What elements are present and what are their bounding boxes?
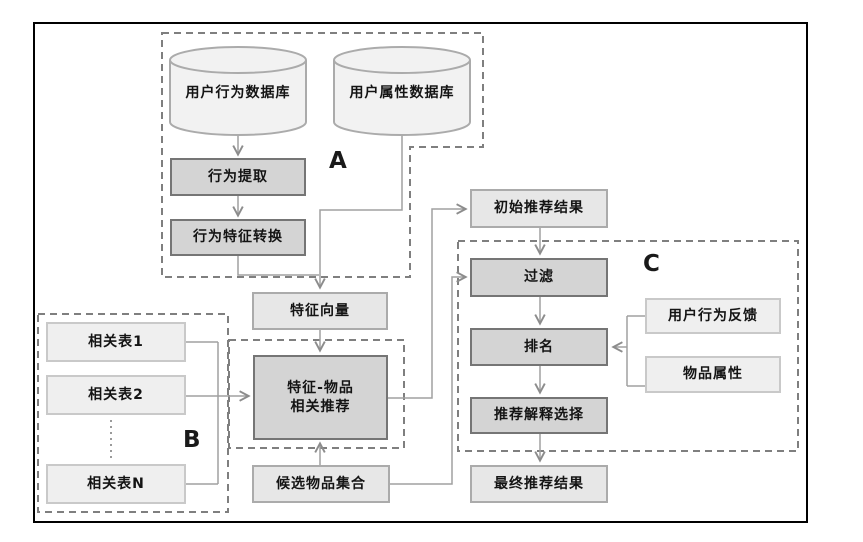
node-behavior-extract-label: 行为提取 bbox=[208, 168, 268, 185]
node-feature-item-recommend: 特征-物品 相关推荐 bbox=[253, 355, 388, 440]
node-behavior-extract: 行为提取 bbox=[170, 158, 306, 196]
attribute-db-label: 用户属性数据库 bbox=[349, 85, 455, 101]
node-candidate-set-label: 候选物品集合 bbox=[276, 475, 366, 492]
node-final-result: 最终推荐结果 bbox=[470, 465, 608, 503]
node-candidate-set: 候选物品集合 bbox=[252, 465, 390, 503]
node-item-attribute: 物品属性 bbox=[645, 356, 781, 393]
node-feature-vector-label: 特征向量 bbox=[290, 302, 350, 319]
node-rel-table-2-label: 相关表2 bbox=[88, 386, 144, 403]
node-user-feedback: 用户行为反馈 bbox=[645, 298, 781, 334]
group-c-label: C bbox=[643, 251, 660, 277]
connector-transform-join bbox=[237, 256, 319, 276]
group-b-outline bbox=[37, 313, 229, 513]
node-rank-label: 排名 bbox=[524, 338, 554, 355]
node-rel-table-2: 相关表2 bbox=[46, 375, 186, 415]
behavior-db-label: 用户行为数据库 bbox=[185, 85, 291, 101]
node-feature-vector: 特征向量 bbox=[252, 292, 388, 330]
group-b-label: B bbox=[183, 427, 201, 453]
node-explain-select-label: 推荐解释选择 bbox=[494, 407, 584, 424]
node-behavior-transform-label: 行为特征转换 bbox=[193, 229, 283, 246]
attribute-db-cylinder bbox=[333, 46, 471, 136]
group-c-outline bbox=[457, 240, 799, 452]
connector-candidate-to-filter bbox=[390, 277, 465, 485]
node-filter: 过滤 bbox=[470, 258, 608, 297]
node-explain-select: 推荐解释选择 bbox=[470, 397, 608, 434]
node-rank: 排名 bbox=[470, 328, 608, 366]
node-rel-table-1: 相关表1 bbox=[46, 322, 186, 362]
node-feature-item-line2: 相关推荐 bbox=[290, 398, 351, 415]
group-a-outline bbox=[161, 32, 484, 278]
behavior-db-cylinder bbox=[169, 46, 307, 136]
node-filter-label: 过滤 bbox=[524, 269, 554, 286]
group-a-label: A bbox=[329, 148, 347, 174]
node-user-feedback-label: 用户行为反馈 bbox=[668, 307, 758, 324]
node-rel-table-n: 相关表N bbox=[46, 464, 186, 504]
node-item-attribute-label: 物品属性 bbox=[683, 366, 743, 383]
node-initial-result-label: 初始推荐结果 bbox=[494, 200, 584, 217]
connector-attributedb-to-vector bbox=[320, 136, 403, 287]
node-feature-item-line1: 特征-物品 bbox=[287, 380, 354, 397]
node-final-result-label: 最终推荐结果 bbox=[494, 475, 584, 492]
node-initial-result: 初始推荐结果 bbox=[470, 189, 608, 228]
node-behavior-transform: 行为特征转换 bbox=[170, 219, 306, 256]
connector-featureitem-to-initial bbox=[388, 209, 465, 399]
node-rel-table-1-label: 相关表1 bbox=[88, 333, 144, 350]
node-rel-table-n-label: 相关表N bbox=[87, 475, 145, 492]
